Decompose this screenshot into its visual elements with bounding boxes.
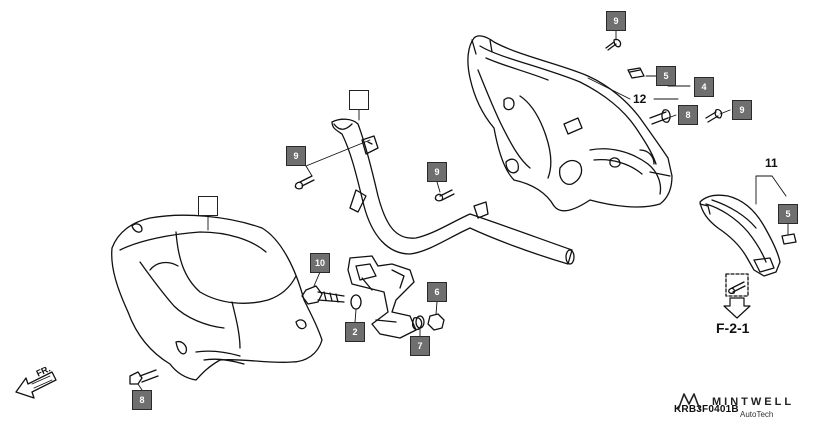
brand-logo-icon [677,393,701,411]
reference-f-2-1[interactable]: F-2-1 [716,320,750,336]
front-handlebar-cover [111,214,323,381]
washer-7 [415,315,425,329]
screw-center [434,189,455,202]
leader-lines [137,29,789,391]
bolt-right [649,109,671,125]
blank-callout-front-cover [198,196,218,216]
switch-bracket-11 [699,194,781,277]
callout-4[interactable]: 4 [694,77,714,97]
brand-name: MINTWELL [712,396,795,408]
callout-5-right[interactable]: 5 [778,204,798,224]
rubber-pad-right [781,233,797,245]
handlebar-pipe [331,118,575,265]
bolt-10 [301,285,345,305]
screw-ref [728,281,746,295]
label-part-12: 12 [633,92,647,106]
drawing-code: KRB3F0401B [674,404,739,415]
ref-arrow [723,297,751,319]
rubber-pad-upper [627,67,645,79]
callout-7[interactable]: 7 [410,336,430,356]
screw-left [294,175,315,190]
label-part-11: 11 [765,156,778,170]
ref-dashed-box [725,273,749,297]
callout-9-right[interactable]: 9 [732,100,752,120]
brand-subtitle: AutoTech [740,410,774,419]
callout-8-bottom[interactable]: 8 [132,390,152,410]
screw-right [705,108,723,123]
handlebar-holder [347,255,423,339]
nut-6 [427,313,445,331]
rear-handlebar-cover [467,35,673,212]
callout-10[interactable]: 10 [310,253,330,273]
callout-8-right[interactable]: 8 [678,105,698,125]
callout-6[interactable]: 6 [427,282,447,302]
blank-callout-handlebar [349,90,369,110]
callout-2[interactable]: 2 [345,322,365,342]
bolt-bottom [129,369,159,385]
callout-9-top[interactable]: 9 [606,11,626,31]
screw-top [605,38,622,51]
callout-9-center[interactable]: 9 [427,162,447,182]
callout-9-handlebar[interactable]: 9 [286,146,306,166]
callout-5-upper[interactable]: 5 [656,66,676,86]
collar-2 [350,294,362,310]
front-direction-arrow [15,371,57,399]
